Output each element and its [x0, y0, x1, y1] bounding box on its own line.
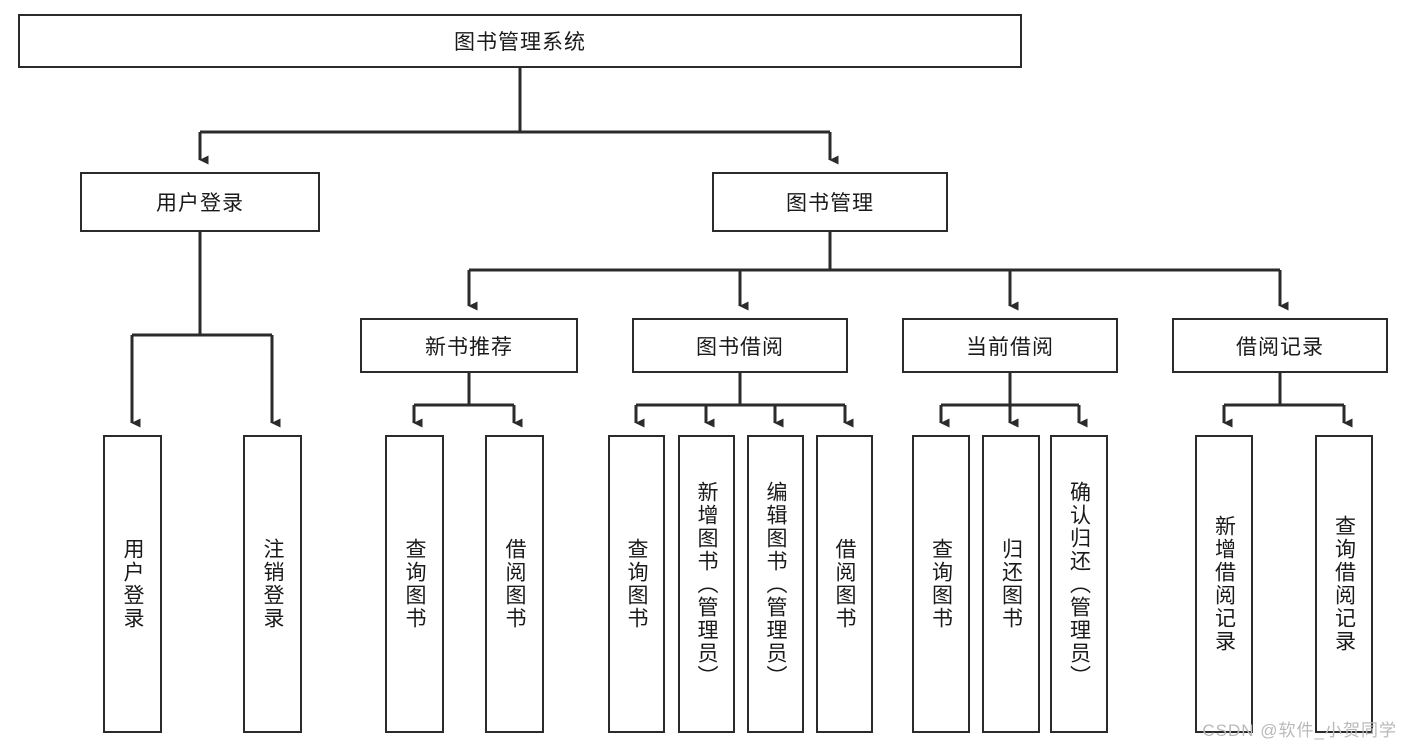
node-leaf-borrow-book-1-label: 借阅图书	[503, 538, 526, 630]
node-borrow-record-label: 借阅记录	[1236, 335, 1324, 359]
node-borrow-record[interactable]: 借阅记录	[1172, 318, 1388, 373]
node-user-login[interactable]: 用户登录	[80, 172, 320, 232]
node-leaf-query-book-1[interactable]: 查询图书	[385, 435, 444, 733]
node-leaf-user-login-label: 用户登录	[121, 538, 144, 630]
node-new-book-rec-label: 新书推荐	[425, 335, 513, 359]
node-leaf-query-record[interactable]: 查询借阅记录	[1315, 435, 1373, 733]
node-leaf-borrow-book-1[interactable]: 借阅图书	[485, 435, 544, 733]
node-leaf-confirm-return-label: 确认归还（管理员）	[1067, 480, 1091, 688]
node-book-manage[interactable]: 图书管理	[712, 172, 948, 232]
node-leaf-query-book-2-label: 查询图书	[625, 538, 648, 630]
node-leaf-query-record-label: 查询借阅记录	[1332, 515, 1356, 653]
node-book-borrow[interactable]: 图书借阅	[632, 318, 848, 373]
node-new-book-rec[interactable]: 新书推荐	[360, 318, 578, 373]
node-leaf-add-record[interactable]: 新增借阅记录	[1195, 435, 1253, 733]
node-leaf-logout[interactable]: 注销登录	[243, 435, 302, 733]
node-book-borrow-label: 图书借阅	[696, 335, 784, 359]
node-leaf-add-book[interactable]: 新增图书（管理员）	[678, 435, 735, 733]
node-user-login-label: 用户登录	[156, 192, 244, 215]
node-leaf-add-book-label: 新增图书（管理员）	[695, 480, 718, 688]
node-root-label: 图书管理系统	[454, 31, 586, 54]
node-current-borrow[interactable]: 当前借阅	[902, 318, 1118, 373]
node-root[interactable]: 图书管理系统	[18, 14, 1022, 68]
node-leaf-borrow-book-2[interactable]: 借阅图书	[816, 435, 873, 733]
node-book-manage-label: 图书管理	[786, 192, 874, 215]
node-leaf-add-record-label: 新增借阅记录	[1212, 515, 1236, 653]
node-leaf-edit-book-label: 编辑图书（管理员）	[764, 480, 787, 688]
node-leaf-edit-book[interactable]: 编辑图书（管理员）	[747, 435, 804, 733]
node-leaf-query-book-3[interactable]: 查询图书	[912, 435, 970, 733]
node-leaf-query-book-3-label: 查询图书	[929, 538, 953, 630]
node-leaf-confirm-return[interactable]: 确认归还（管理员）	[1050, 435, 1108, 733]
node-leaf-query-book-1-label: 查询图书	[403, 538, 426, 630]
node-leaf-borrow-book-2-label: 借阅图书	[833, 538, 856, 630]
node-leaf-logout-label: 注销登录	[261, 538, 284, 630]
node-leaf-return-book[interactable]: 归还图书	[982, 435, 1040, 733]
node-leaf-user-login[interactable]: 用户登录	[103, 435, 162, 733]
node-current-borrow-label: 当前借阅	[966, 335, 1054, 359]
node-leaf-query-book-2[interactable]: 查询图书	[608, 435, 665, 733]
node-leaf-return-book-label: 归还图书	[999, 538, 1023, 630]
